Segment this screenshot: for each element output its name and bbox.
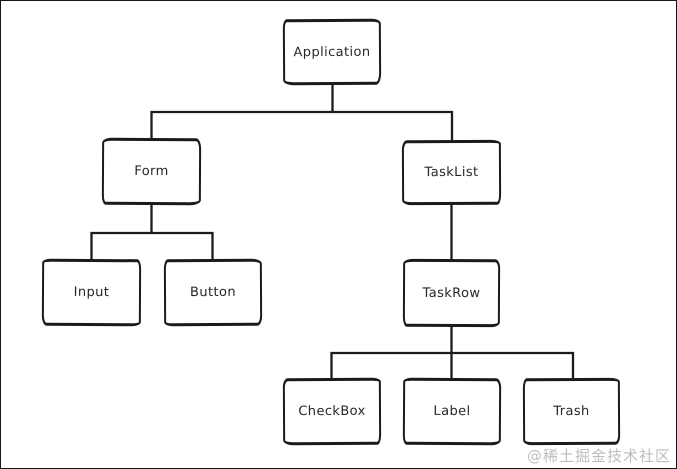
- node-application: Application: [282, 18, 382, 86]
- watermark: @稀土掘金技术社区: [526, 447, 671, 465]
- edge-application-children: [150, 83, 454, 143]
- node-form: Form: [101, 137, 202, 206]
- edge-form-children: [90, 202, 214, 262]
- edge-taskrow-children: [330, 324, 575, 381]
- node-label-label: Label: [433, 403, 471, 420]
- node-tasklist-label: TaskList: [424, 164, 479, 181]
- node-application-label: Application: [293, 44, 371, 60]
- node-tasklist: TaskList: [401, 139, 502, 206]
- node-trash: Trash: [522, 377, 621, 446]
- node-form-label: Form: [134, 163, 169, 180]
- node-checkbox-label: CheckBox: [298, 403, 366, 420]
- node-input-label: Input: [73, 284, 110, 301]
- node-button: Button: [163, 258, 263, 327]
- node-checkbox: CheckBox: [282, 377, 382, 446]
- node-label: Label: [402, 377, 502, 446]
- node-trash-label: Trash: [553, 403, 590, 420]
- node-taskrow: TaskRow: [402, 258, 501, 328]
- node-taskrow-label: TaskRow: [422, 285, 481, 301]
- node-input: Input: [41, 258, 142, 327]
- node-button-label: Button: [189, 284, 237, 301]
